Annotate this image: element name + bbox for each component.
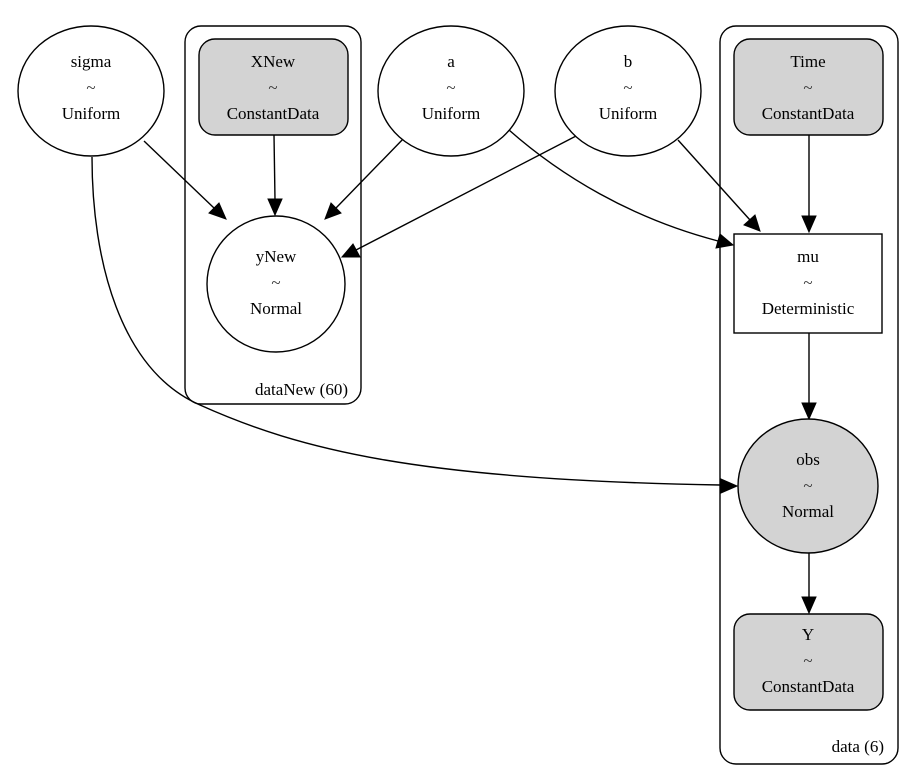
edge-b-ynew-arrowhead — [340, 243, 361, 258]
edge-xnew-ynew-arrowhead — [267, 198, 283, 217]
node-b-tilde: ~ — [623, 78, 632, 97]
node-ynew-name: yNew — [256, 247, 297, 266]
node-y-shape — [733, 613, 884, 711]
node-obs-tilde: ~ — [803, 476, 812, 495]
edge-sigma-obs-arrowhead — [720, 478, 739, 494]
node-xnew-shape — [198, 38, 349, 136]
node-time: Time ~ ConstantData — [733, 38, 884, 136]
edge-a-ynew — [335, 136, 406, 209]
edge-a-mu-arrowhead — [715, 233, 735, 249]
plate-data-new-label: dataNew (60) — [255, 380, 348, 399]
node-mu-shape — [733, 233, 883, 334]
node-sigma-tilde: ~ — [86, 78, 95, 97]
node-time-shape — [733, 38, 884, 136]
node-mu-tilde: ~ — [803, 273, 812, 292]
edge-mu-obs-arrowhead — [801, 402, 817, 421]
node-obs-shape — [737, 418, 879, 554]
plate-data-new: dataNew (60) — [184, 25, 362, 405]
node-xnew-name: XNew — [251, 52, 296, 71]
node-b-dist: Uniform — [599, 104, 658, 123]
node-mu-dist: Deterministic — [762, 299, 855, 318]
node-sigma-name: sigma — [71, 52, 112, 71]
node-b-name: b — [624, 52, 633, 71]
node-sigma: sigma ~ Uniform — [17, 25, 165, 157]
edge-a-mu — [508, 129, 719, 242]
edge-obs-y-arrowhead — [801, 596, 817, 615]
edge-b-mu-arrowhead — [743, 214, 761, 232]
node-xnew: XNew ~ ConstantData — [198, 38, 349, 136]
node-a: a ~ Uniform — [377, 25, 525, 157]
edge-sigma-ynew — [143, 140, 215, 209]
edge-time-mu-arrowhead — [801, 215, 817, 234]
plate-data-label: data (6) — [832, 737, 884, 756]
node-obs: obs ~ Normal — [737, 418, 879, 554]
node-xnew-tilde: ~ — [268, 78, 277, 97]
node-time-name: Time — [790, 52, 825, 71]
node-ynew-shape — [206, 215, 346, 353]
node-ynew-dist: Normal — [250, 299, 302, 318]
node-time-dist: ConstantData — [762, 104, 855, 123]
edge-b-ynew — [355, 134, 579, 251]
node-mu-name: mu — [797, 247, 819, 266]
node-y-dist: ConstantData — [762, 677, 855, 696]
plate-data: data (6) — [719, 25, 899, 765]
edge-b-mu — [677, 139, 751, 221]
edge-sigma-obs — [91, 156, 721, 486]
edge-a-ynew-arrowhead — [324, 202, 342, 220]
node-mu: mu ~ Deterministic — [733, 233, 883, 334]
node-time-tilde: ~ — [803, 78, 812, 97]
node-a-name: a — [447, 52, 455, 71]
node-b: b ~ Uniform — [554, 25, 702, 157]
node-a-tilde: ~ — [446, 78, 455, 97]
node-sigma-dist: Uniform — [62, 104, 121, 123]
node-a-shape — [377, 25, 525, 157]
node-obs-name: obs — [796, 450, 820, 469]
node-ynew: yNew ~ Normal — [206, 215, 346, 353]
edge-sigma-ynew-arrowhead — [208, 202, 227, 220]
node-sigma-shape — [17, 25, 165, 157]
node-b-shape — [554, 25, 702, 157]
node-y-tilde: ~ — [803, 651, 812, 670]
node-obs-dist: Normal — [782, 502, 834, 521]
node-a-dist: Uniform — [422, 104, 481, 123]
node-y: Y ~ ConstantData — [733, 613, 884, 711]
node-xnew-dist: ConstantData — [227, 104, 320, 123]
node-ynew-tilde: ~ — [271, 273, 280, 292]
node-y-name: Y — [802, 625, 814, 644]
edge-xnew-ynew — [273, 134, 276, 201]
edges — [91, 129, 817, 615]
